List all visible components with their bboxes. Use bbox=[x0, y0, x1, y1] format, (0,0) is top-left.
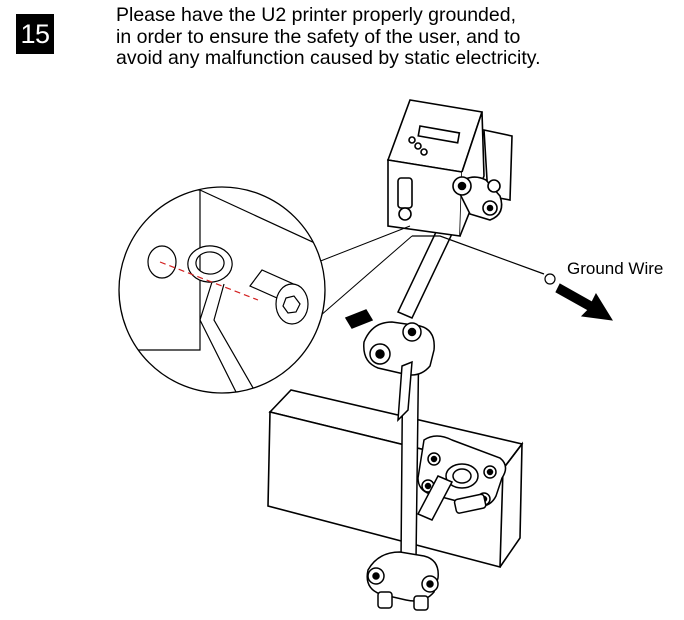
instruction-line-3: avoid any malfunction caused by static e… bbox=[116, 47, 541, 69]
hex-socket-screw-icon bbox=[249, 269, 309, 325]
detail-view bbox=[118, 186, 326, 394]
detail-leader-lines bbox=[317, 225, 413, 317]
instruction-text: Please have the U2 printer properly grou… bbox=[116, 4, 676, 70]
lower-clamp bbox=[366, 551, 439, 611]
connector-rod bbox=[416, 475, 487, 521]
printer-head bbox=[386, 99, 513, 237]
step-number-badge: 15 bbox=[16, 14, 54, 54]
upper-clamp bbox=[344, 309, 435, 422]
instruction-line-1: Please have the U2 printer properly grou… bbox=[116, 4, 516, 26]
ring-terminal-icon bbox=[187, 245, 233, 283]
ground-wire-arrow-icon bbox=[555, 283, 613, 321]
ground-wire bbox=[412, 235, 556, 285]
ground-wire-label: Ground Wire bbox=[567, 259, 664, 278]
instruction-line-2: in order to ensure the safety of the use… bbox=[116, 25, 521, 48]
